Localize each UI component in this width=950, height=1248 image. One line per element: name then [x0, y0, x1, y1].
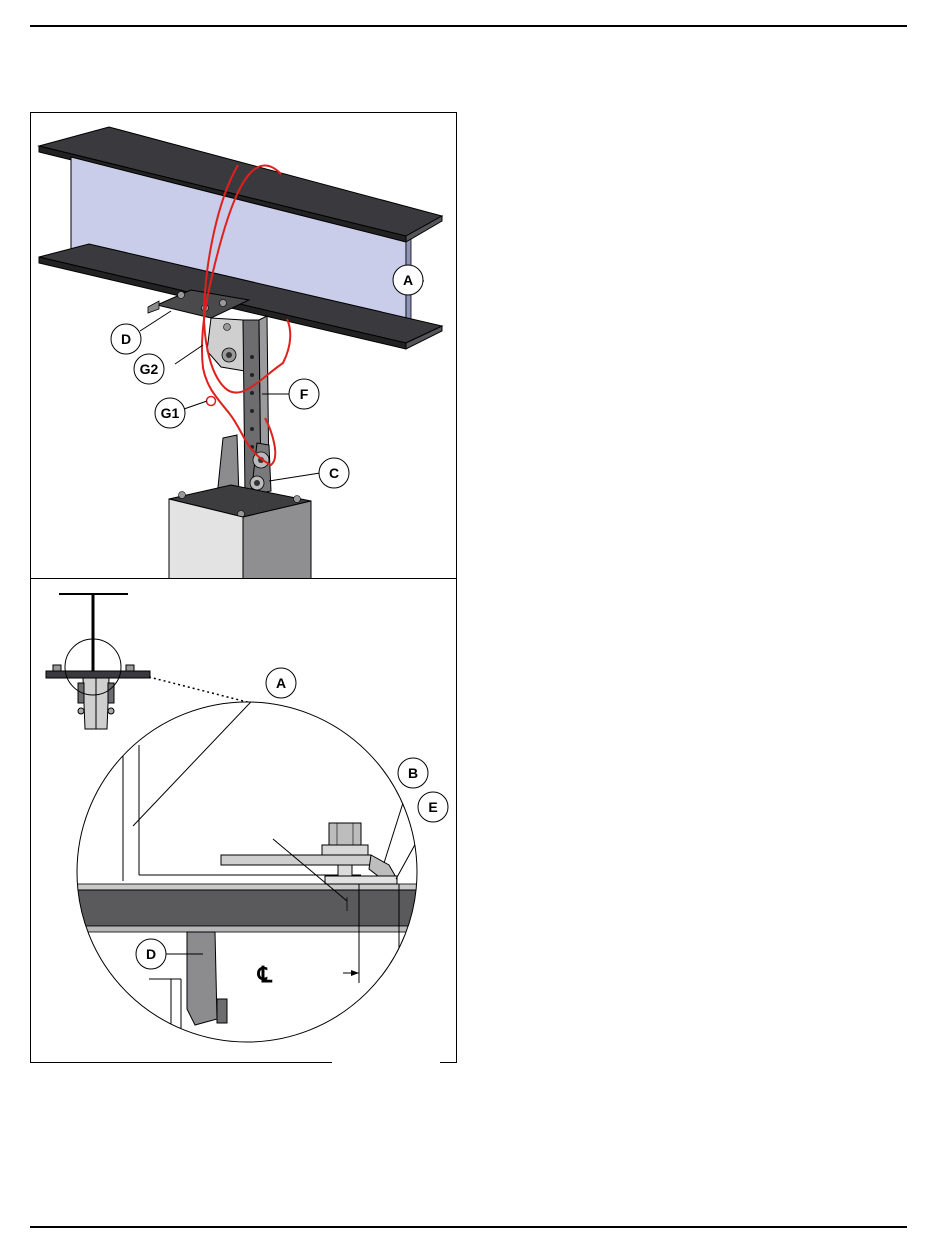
callout-E: E [418, 792, 448, 822]
callout-F: F [289, 379, 319, 409]
callout-A: A [393, 265, 423, 295]
svg-text:C: C [329, 465, 339, 481]
isometric-drawing: A D G2 G1 F C [31, 113, 457, 579]
svg-text:D: D [146, 946, 156, 962]
svg-text:F: F [300, 386, 309, 402]
svg-text:B: B [408, 765, 418, 781]
svg-text:E: E [428, 799, 437, 815]
figure-isometric-beam-hanger: A D G2 G1 F C [30, 112, 457, 579]
callout-G1: G1 [155, 398, 185, 428]
figure-clamp-detail: ℄ A B E D [30, 579, 457, 1063]
svg-text:D: D [121, 331, 131, 347]
callout-D-detail: D [136, 939, 166, 969]
svg-text:G2: G2 [140, 361, 159, 377]
svg-text:A: A [403, 272, 413, 288]
callout-D: D [111, 324, 141, 354]
frame-gap [332, 1061, 440, 1065]
callout-G2: G2 [134, 354, 164, 384]
callout-C: C [319, 458, 349, 488]
overview-section [46, 594, 150, 729]
svg-text:A: A [276, 675, 286, 691]
footer-rule [30, 1226, 907, 1228]
header-rule [30, 25, 907, 27]
detail-drawing: ℄ A B E D [31, 579, 457, 1063]
centerline-symbol: ℄ [257, 962, 273, 987]
callout-B: B [398, 758, 428, 788]
svg-text:G1: G1 [161, 405, 180, 421]
detail-magnified [31, 579, 457, 1063]
callout-A-detail: A [266, 668, 296, 698]
